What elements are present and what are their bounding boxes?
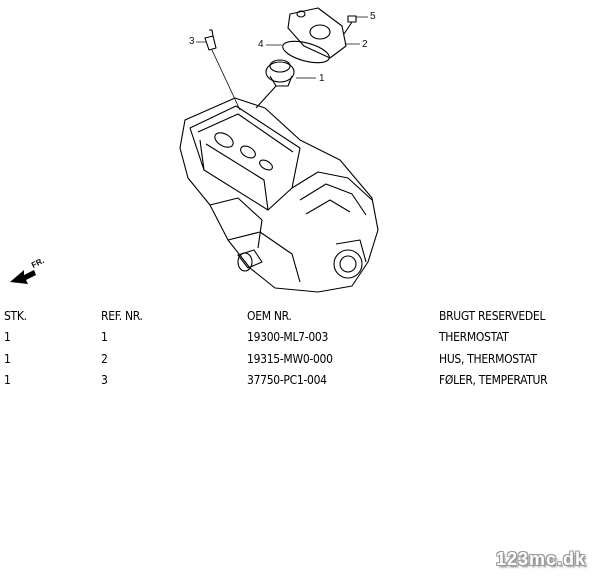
cylinder-head [189,105,301,211]
header-ref: REF. NR. [101,308,143,323]
table-header-row: STK. REF. NR. OEM NR. BRUGT RESERVEDEL [4,305,564,327]
callout-2: 2 [362,39,368,50]
header-qty: STK. [4,308,27,323]
cell-qty: 1 [4,330,11,345]
callout-1: 1 [319,73,325,84]
bolt [343,15,357,35]
cell-part: THERMOSTAT [439,330,509,345]
coolant-outlet [237,249,263,269]
callout-5: 5 [370,11,376,22]
cell-oem: 19315-MW0-000 [247,351,333,366]
cell-part: FØLER, TEMPERATUR [439,373,548,388]
cell-ref: 1 [101,330,108,345]
cell-qty: 1 [4,351,11,366]
cell-qty: 1 [4,373,11,388]
cell-oem: 19300-ML7-003 [247,330,329,345]
engine-exploded-diagram [10,7,379,293]
front-arrow-icon [10,270,36,284]
parts-table: STK. REF. NR. OEM NR. BRUGT RESERVEDEL 1… [4,305,564,391]
cell-part: HUS, THERMOSTAT [439,351,537,366]
thermostat-part [265,59,295,87]
watermark-logo: 123mc.dk [495,549,586,569]
table-row: 1 2 19315-MW0-000 HUS, THERMOSTAT [4,348,564,370]
temperature-sensor [204,29,241,111]
table-row: 1 3 37750-PC1-004 FØLER, TEMPERATUR [4,370,564,392]
cell-ref: 2 [101,351,108,366]
engine-block [179,97,379,293]
cell-oem: 37750-PC1-004 [247,373,327,388]
thermostat-housing [287,7,347,59]
callout-3: 3 [189,36,195,47]
callout-4: 4 [258,39,264,50]
header-oem: OEM NR. [247,308,292,323]
table-row: 1 1 19300-ML7-003 THERMOSTAT [4,327,564,349]
header-part: BRUGT RESERVEDEL [439,308,546,323]
cell-ref: 3 [101,373,108,388]
